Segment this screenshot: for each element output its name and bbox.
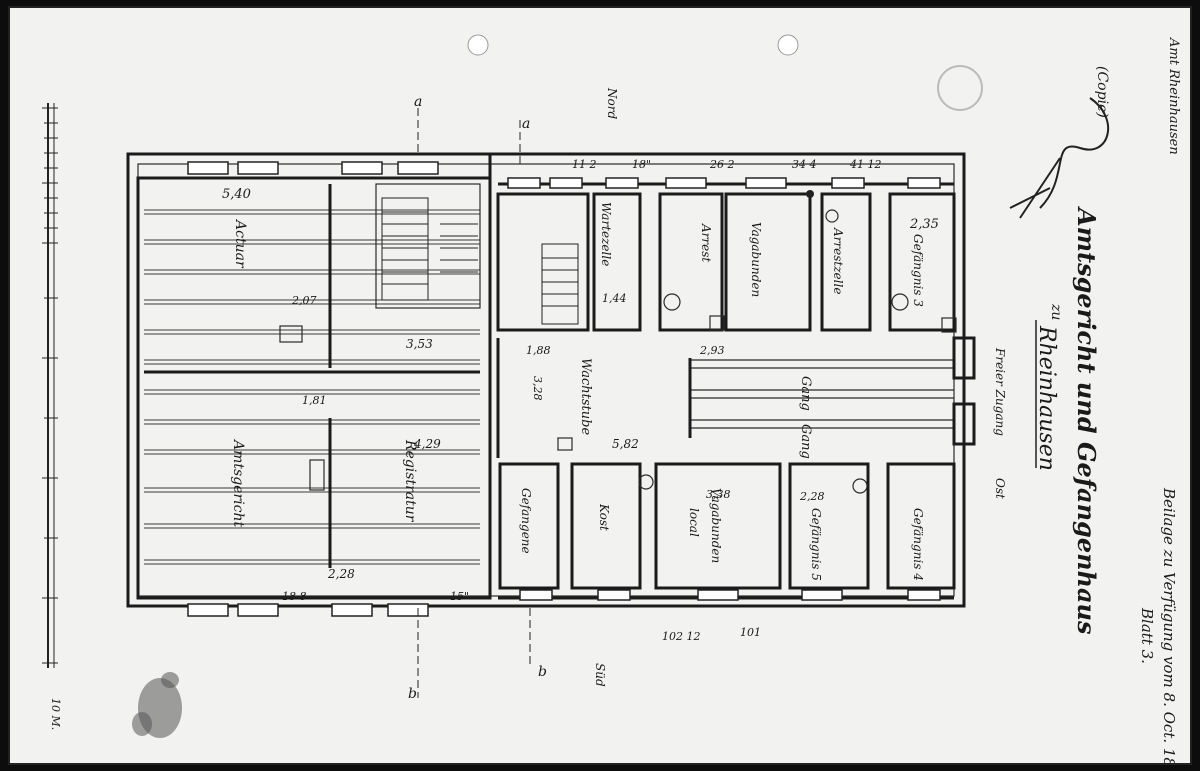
room-wartezelle: Wartezelle [599, 202, 613, 266]
plan-sheet: 10 M. [8, 6, 1192, 765]
room-amtsgericht: Amtsgericht [230, 438, 246, 527]
staircase [381, 197, 579, 325]
dim-5-82: 5,82 [612, 437, 639, 451]
room-freier-zugang: Freier Zugang [993, 347, 1007, 436]
dim-bottom-2: 101 [740, 626, 761, 639]
section-a-right-label: a [522, 116, 530, 132]
scale-label: 10 M. [49, 698, 62, 730]
dim-2-28: 2,28 [327, 567, 355, 581]
room-local: local [687, 508, 701, 537]
room-vagabunden-bottom: Vagabunden [709, 488, 723, 563]
dim-2-07: 2,07 [291, 294, 317, 307]
document-title: Amtsgericht und Gefangenhaus [1072, 206, 1101, 635]
dim-top-1: 11 2 [572, 158, 597, 171]
scale-bar: 10 M. [42, 103, 62, 730]
dim-top-5: 41 12 [849, 158, 882, 171]
windows [187, 161, 941, 617]
dim-5-40: 5,40 [222, 187, 251, 202]
caption: Beilage zu Verfügung vom 8. Oct. 183 [1160, 487, 1178, 765]
dim-2-35: 2,35 [909, 217, 939, 232]
dim-top-3: 26 2 [709, 158, 735, 171]
dim-2-93: 2,93 [699, 344, 725, 357]
floor-beams [144, 209, 480, 565]
south-label: Süd [593, 663, 607, 687]
dimension-labels: 5,40 2,35 3,53 4,29 5,82 3,28 2,28 1,44 … [222, 158, 939, 643]
room-gefaengnis-4: Gefängnis 4 [911, 508, 925, 581]
north-label: Nord [605, 87, 619, 119]
dim-4-29: 4,29 [413, 437, 441, 451]
place-line: zu [1048, 303, 1064, 320]
dim-bottom-4: 15" [450, 590, 469, 603]
court-interior-walls [144, 183, 481, 568]
dim-3-38: 3,38 [706, 488, 731, 501]
room-wachtstube: Wachtstube [578, 358, 593, 435]
room-gefangene: Gefangene [519, 488, 533, 554]
dim-top-2: 18" [632, 158, 651, 171]
room-registratur: Registratur [402, 439, 418, 523]
room-gang-bottom: Gang [798, 424, 813, 459]
section-b-right-label: b [538, 664, 547, 680]
floor-plan-drawing: 10 M. [42, 34, 1181, 765]
dim-1-81: 1,81 [302, 394, 327, 407]
archive-note: Amt Rheinhausen [1166, 37, 1181, 155]
room-gefaengnis-5: Gefängnis 5 [809, 508, 823, 581]
dim-3-28: 3,28 [531, 376, 544, 401]
signature-flourish [1009, 97, 1109, 219]
section-lines [417, 108, 531, 698]
east-label: Ost [993, 478, 1007, 499]
dim-1-88: 1,88 [526, 344, 551, 357]
room-gang-top: Gang [798, 376, 813, 411]
room-gefaengnis-3: Gefängnis 3 [911, 234, 925, 307]
place-name: Rheinhausen [1034, 325, 1059, 471]
room-arrest: Arrest [699, 223, 713, 262]
dim-1-44: 1,44 [602, 292, 627, 305]
dim-3-53: 3,53 [406, 337, 433, 351]
prison-cells [496, 190, 976, 590]
dim-top-4: 34 4 [792, 158, 817, 171]
section-a-label: a [414, 94, 422, 110]
sheet-number: Blatt 3. [1138, 607, 1156, 664]
room-actuar: Actuar [232, 218, 248, 269]
room-labels: Actuar Amtsgericht Registratur Wachtstub… [230, 202, 1007, 581]
section-b-label: b [408, 686, 417, 702]
dim-2-28b: 2,28 [799, 490, 825, 503]
room-vagabunden-top: Vagabunden [749, 222, 763, 297]
outer-walls [126, 152, 966, 608]
title-block: Amtsgericht und Gefangenhaus zu Rheinhau… [1009, 37, 1181, 765]
dim-bottom-3: 18 8 [282, 590, 307, 603]
dim-bottom-1: 102 12 [662, 630, 701, 643]
paper-stains [132, 34, 983, 738]
room-arrestzelle: Arrestzelle [831, 227, 845, 294]
room-kost: Kost [597, 503, 611, 531]
